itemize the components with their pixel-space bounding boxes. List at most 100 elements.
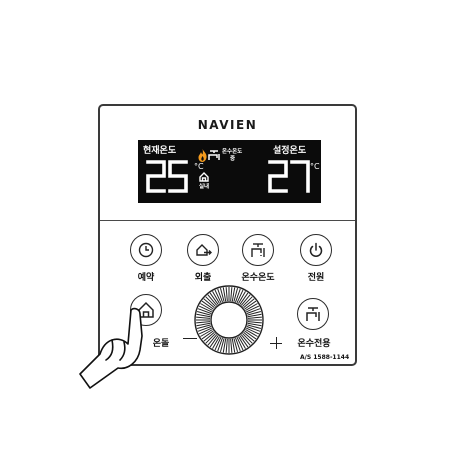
dial-tick [205, 296, 216, 307]
dial-tick [203, 331, 215, 342]
dial-tick [238, 336, 246, 349]
power-icon [309, 242, 323, 257]
dial-tick [244, 330, 257, 340]
dial-tick [240, 294, 251, 306]
dial-tick [246, 308, 261, 314]
dial-tick [236, 289, 244, 303]
dial-tick [197, 326, 212, 332]
hotwater-mode-label: 온수온도 [222, 149, 243, 155]
faucet-icon [251, 243, 265, 257]
dial-tick [230, 338, 233, 353]
power-label: 전원 [307, 273, 325, 283]
dial-tick [217, 337, 223, 352]
lcd-display: 현재온도 설정온도 °C °C [138, 140, 321, 203]
dial-tick [240, 334, 251, 346]
indoor-label: 실내 [199, 184, 210, 190]
dial-tick [239, 292, 249, 305]
hotwater-only-label: 온수전용 [297, 339, 331, 349]
dial-tick [239, 335, 249, 348]
away-house-icon [196, 244, 212, 256]
dial-tick [245, 303, 258, 311]
away-label: 외출 [194, 273, 212, 283]
dial-tick [197, 308, 212, 314]
dial-tick [235, 288, 241, 303]
dial-tick [243, 298, 255, 309]
dial-tick [201, 330, 214, 340]
dial-tick [214, 337, 222, 351]
dial-tick [231, 287, 236, 302]
increase-indicator-vertical [275, 337, 277, 349]
dial-tick [207, 294, 218, 306]
brand-logo: NAVIEN [197, 118, 258, 132]
dial-tick [246, 327, 260, 335]
dial-tick [200, 303, 213, 311]
dial-tick [214, 289, 222, 303]
dial-tick [238, 291, 246, 304]
current-temp-label: 현재온도 [143, 146, 177, 156]
dial-tick [212, 336, 220, 349]
away-button[interactable] [187, 234, 219, 266]
dial-tick [247, 321, 262, 324]
dial-tick [209, 335, 219, 348]
dial-tick [198, 305, 212, 313]
hotwater-mode-level: 중 [230, 156, 236, 162]
hotwater-temp-button[interactable] [242, 234, 274, 266]
service-phone: A/S 1588-1144 [300, 354, 350, 361]
dial-tick [242, 333, 253, 344]
dial-tick [225, 338, 228, 353]
faucet-icon [306, 307, 320, 321]
dial-tick [196, 316, 211, 319]
dial-tick [212, 291, 220, 304]
dial-tick [235, 337, 241, 352]
dial-tick [231, 338, 236, 353]
dial-tick [205, 333, 216, 344]
dial-tick [200, 329, 213, 337]
dial-tick [196, 310, 211, 316]
dial-tick [196, 322, 211, 327]
current-temp-unit: °C [194, 162, 204, 171]
heating-label: 온돌 [152, 339, 170, 349]
dial-tick [233, 338, 239, 353]
current-temp-digits [146, 160, 188, 193]
dial-tick [198, 327, 212, 335]
hotwater-temp-label: 온수온도 [241, 273, 275, 283]
flame-icon [198, 149, 207, 162]
faucet-icon [208, 150, 220, 160]
dial-tick [242, 296, 253, 307]
dial-tick [201, 300, 214, 310]
dial-tick [196, 321, 211, 324]
dial-tick [207, 334, 218, 346]
hand-pointer-icon [79, 307, 143, 389]
dial-tick [196, 313, 211, 318]
temperature-dial[interactable] [193, 284, 265, 356]
dial-tick [222, 338, 227, 353]
set-temp-unit: °C [310, 162, 320, 171]
dial-tick [244, 300, 257, 310]
dial-tick [247, 322, 262, 327]
home-icon [199, 172, 209, 182]
reserve-label: 예약 [137, 273, 155, 283]
dial-tick [219, 338, 225, 353]
dial-tick [230, 287, 233, 302]
dial-tick [209, 292, 219, 305]
dial-tick [245, 329, 258, 337]
hotwater-only-button[interactable] [297, 298, 329, 330]
reserve-button[interactable] [130, 234, 162, 266]
set-temp-digits [268, 160, 310, 193]
dial-tick [247, 310, 262, 316]
panel-divider [100, 220, 355, 221]
dial-tick [247, 313, 262, 318]
dial-tick [236, 337, 244, 351]
set-temp-label: 설정온도 [273, 146, 307, 156]
clock-icon [138, 242, 154, 258]
dial-tick [246, 326, 261, 332]
dial-tick [233, 287, 239, 302]
dial-tick [203, 298, 215, 309]
dial-tick [247, 316, 262, 319]
dial-tick [225, 287, 228, 302]
dial-tick [222, 287, 227, 302]
dial-tick [246, 305, 260, 313]
dial-tick [219, 287, 225, 302]
power-button[interactable] [300, 234, 332, 266]
